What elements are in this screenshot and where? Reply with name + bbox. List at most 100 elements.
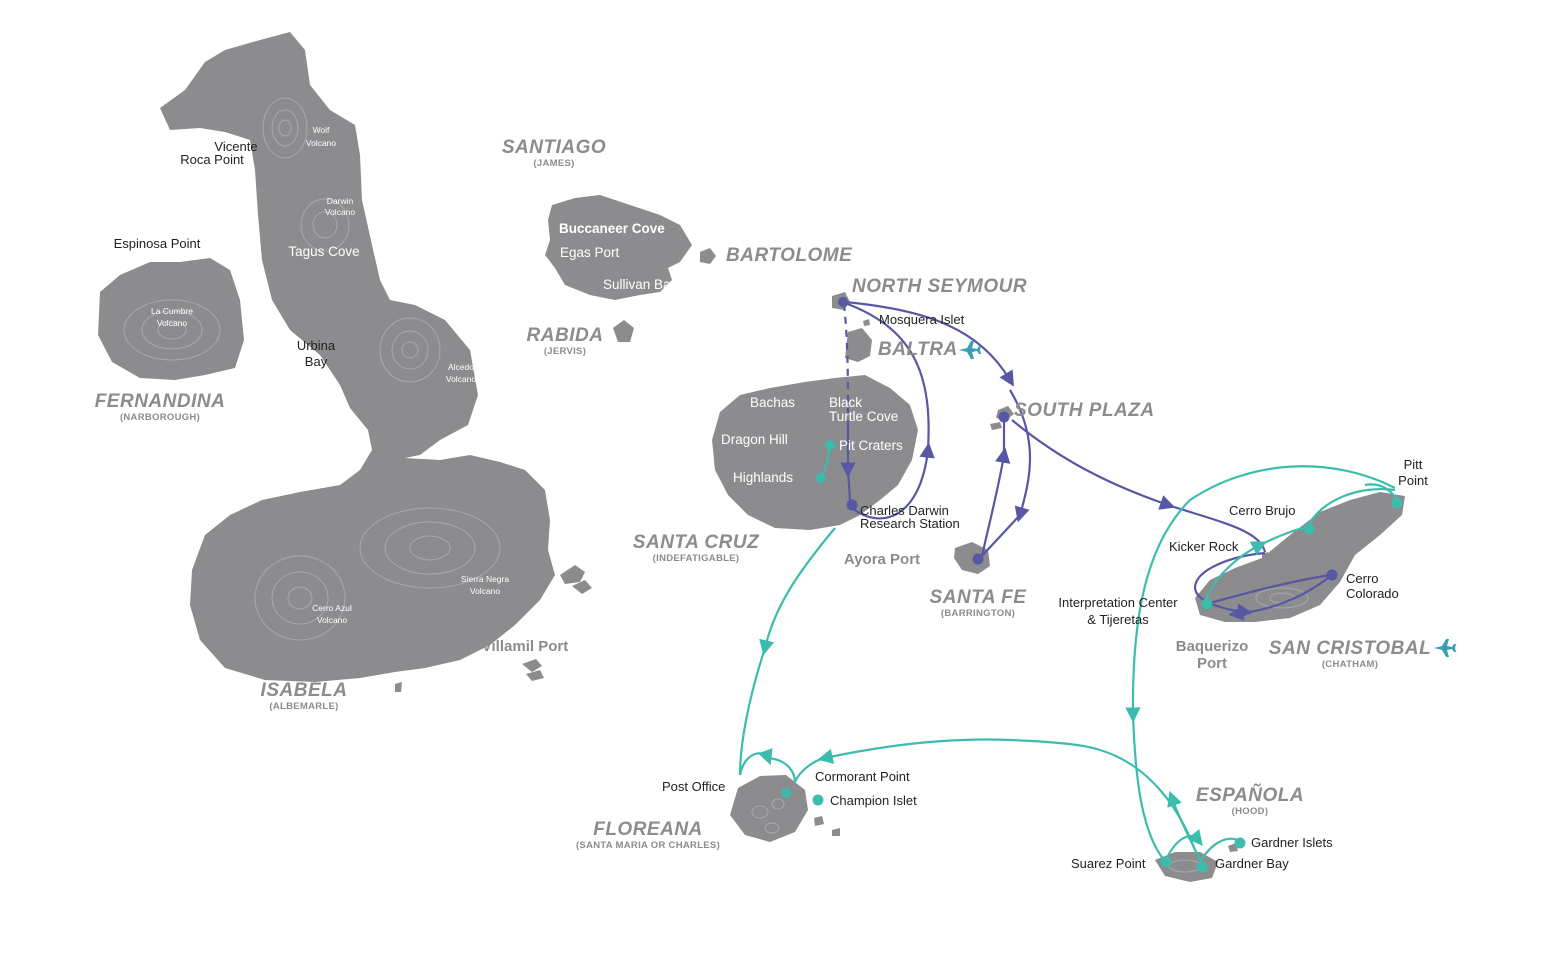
cumbre-volcano-label: La Cumbre xyxy=(151,306,193,316)
espinosa-point-label: Espinosa Point xyxy=(114,236,201,251)
mosquera-islet xyxy=(863,319,870,326)
alcedo-volcano-label: Alcedo xyxy=(448,362,474,372)
black-turtle-cove-label: Black xyxy=(829,395,862,410)
interpretation-center-label-2: & Tijeretas xyxy=(1087,612,1149,627)
sullivan-bay-label: Sullivan Bay xyxy=(603,277,678,292)
vicente-roca-label-2: Roca Point xyxy=(180,152,244,167)
floreana-islet-1 xyxy=(814,816,824,826)
champion-islet-label: Champion Islet xyxy=(830,793,917,808)
baquerizo-port-label: Baquerizo xyxy=(1176,638,1249,655)
floreana-alt-label: (SANTA MARIA OR CHARLES) xyxy=(576,840,720,851)
floreana-contours xyxy=(751,798,785,834)
south-plaza-islet xyxy=(990,422,1002,430)
island-labels: FERNANDINA (NARBOROUGH) ISABELA (ALBEMAR… xyxy=(95,137,1431,851)
route-north-loop xyxy=(840,300,1333,621)
alcedo-volcano-label-2: Volcano xyxy=(446,374,477,384)
kicker-rock-label: Kicker Rock xyxy=(1169,539,1239,554)
bachas-label: Bachas xyxy=(750,395,795,410)
gardner-islets-label: Gardner Islets xyxy=(1251,835,1333,850)
buccaneer-cove-label: Buccaneer Cove xyxy=(559,221,665,236)
egas-port-label: Egas Port xyxy=(560,245,620,260)
north-seymour-label: NORTH SEYMOUR xyxy=(852,276,1027,297)
floreana-label: FLOREANA xyxy=(593,819,703,840)
santa-fe-label: SANTA FE xyxy=(930,587,1028,608)
site-markers xyxy=(781,297,1403,873)
santa-fe-alt-label: (BARRINGTON) xyxy=(941,608,1015,619)
floreana-island xyxy=(730,775,808,842)
cerro-azul-volcano-label-2: Volcano xyxy=(317,615,348,625)
wolf-volcano-label: Wolf xyxy=(313,125,330,135)
santa-cruz-island xyxy=(712,375,918,530)
dragon-hill-label: Dragon Hill xyxy=(721,432,788,447)
bartolome-island xyxy=(700,248,716,264)
fernandina-label: FERNANDINA xyxy=(95,391,226,412)
sierra-negra-volcano-label: Sierra Negra xyxy=(461,574,509,584)
site-labels: Vicente Roca Point Espinosa Point Urbina… xyxy=(114,139,1429,871)
isabela-alt-label: (ALBEMARLE) xyxy=(269,701,338,712)
south-plaza-label: SOUTH PLAZA xyxy=(1014,400,1155,421)
sierra-negra-volcano-label-2: Volcano xyxy=(470,586,501,596)
baltra-island xyxy=(845,328,872,362)
islet-villamil-4 xyxy=(526,670,544,681)
villamil-port-label: Villamil Port xyxy=(482,638,568,655)
ayora-port-label: Ayora Port xyxy=(844,551,920,568)
santa-cruz-alt-label: (INDEFATIGABLE) xyxy=(653,553,740,564)
rabida-label: RABIDA xyxy=(527,325,604,346)
tagus-cove-label: Tagus Cove xyxy=(288,244,359,259)
airplane-icon xyxy=(1434,639,1456,657)
bartolome-label: BARTOLOME xyxy=(726,245,853,266)
highlands-label: Highlands xyxy=(733,470,793,485)
black-turtle-cove-label-2: Turtle Cove xyxy=(829,409,898,424)
espanola-label: ESPAÑOLA xyxy=(1196,784,1304,806)
interpretation-center-label: Interpretation Center xyxy=(1058,595,1178,610)
santa-fe-island xyxy=(954,542,990,574)
airplane-icon xyxy=(959,341,981,359)
isabela-contours xyxy=(254,97,501,641)
san-cristobal-alt-label: (CHATHAM) xyxy=(1322,659,1378,670)
urbina-bay-label: Urbina xyxy=(297,338,336,353)
pit-craters-label: Pit Craters xyxy=(839,438,903,453)
fernandina-alt-label: (NARBOROUGH) xyxy=(120,412,200,423)
cormorant-point-label: Cormorant Point xyxy=(815,769,910,784)
islet-villamil-1 xyxy=(560,565,585,584)
floreana-islet-2 xyxy=(832,828,840,836)
gardner-bay-label: Gardner Bay xyxy=(1215,856,1289,871)
urbina-bay-label-2: Bay xyxy=(305,354,328,369)
cerro-azul-volcano-label: Cerro Azul xyxy=(312,603,352,613)
rabida-alt-label: (JERVIS) xyxy=(544,346,586,357)
post-office-label: Post Office xyxy=(662,779,725,794)
mosquera-islet-label: Mosquera Islet xyxy=(879,312,965,327)
islet-villamil-2 xyxy=(572,580,592,594)
vicente-roca-label: Vicente xyxy=(214,139,257,154)
cerro-brujo-label: Cerro Brujo xyxy=(1229,503,1295,518)
rabida-island xyxy=(613,320,634,342)
islet-villamil-3 xyxy=(522,659,542,672)
santiago-alt-label: (JAMES) xyxy=(533,158,574,169)
darwin-volcano-label: Darwin xyxy=(327,196,354,206)
suarez-point-label: Suarez Point xyxy=(1071,856,1146,871)
santiago-island xyxy=(545,195,692,300)
espanola-alt-label: (HOOD) xyxy=(1232,806,1269,817)
san-cristobal-label: SAN CRISTOBAL xyxy=(1269,638,1431,659)
baquerizo-port-label-2: Port xyxy=(1197,655,1227,672)
santa-cruz-label: SANTA CRUZ xyxy=(633,532,760,553)
darwin-volcano-label-2: Volcano xyxy=(325,207,356,217)
fernandina-contours xyxy=(123,299,221,361)
isabela-label: ISABELA xyxy=(261,680,348,701)
baltra-label: BALTRA xyxy=(878,339,958,360)
charles-darwin-station-label: Charles Darwin xyxy=(860,503,949,518)
isabela-island xyxy=(160,32,555,682)
cerro-colorado-label-2: Colorado xyxy=(1346,586,1399,601)
charles-darwin-station-label-2: Research Station xyxy=(860,516,960,531)
islet-isabela-s xyxy=(395,682,402,692)
cerro-colorado-label: Cerro xyxy=(1346,571,1379,586)
cumbre-volcano-label-2: Volcano xyxy=(157,318,188,328)
san-cristobal-island xyxy=(1195,492,1405,622)
pitt-point-label-2: Point xyxy=(1398,473,1428,488)
pitt-point-label: Pitt xyxy=(1404,457,1423,472)
fernandina-island xyxy=(98,258,244,380)
volcano-labels: Wolf Volcano Darwin Volcano La Cumbre Vo… xyxy=(151,125,509,625)
wolf-volcano-label-2: Volcano xyxy=(306,138,337,148)
